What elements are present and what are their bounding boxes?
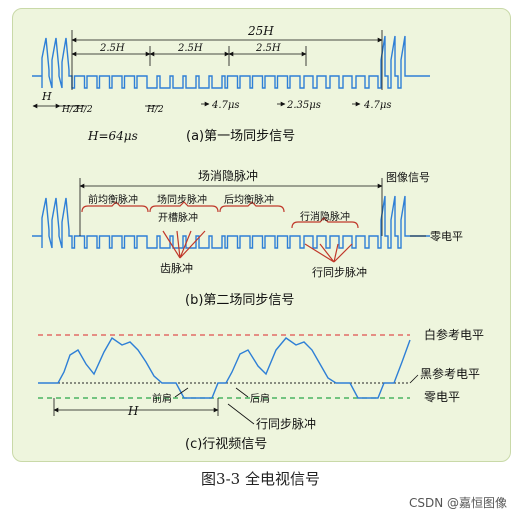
bracket-pre-equalizing (81, 201, 149, 213)
label-back-porch: 后肩 (250, 392, 270, 405)
label-h-definition: H=64μs (87, 129, 138, 143)
label-zero-level-c: 零电平 (424, 390, 460, 404)
label-line-blanking: 行消隐脉冲 (300, 210, 350, 223)
leader-front-porch (174, 387, 189, 398)
label-2-35: 2.35μs (286, 100, 321, 111)
line-video-diagram: 白参考电平 黑参考电平 零电平 H 前肩 后肩 行同步脉冲 (c)行视频信号 (38, 327, 484, 452)
caption-c: (c)行视频信号 (185, 437, 267, 452)
label-post-equalizing: 后均衡脉冲 (224, 193, 274, 206)
figure-caption: 图3-3 全电视信号 (201, 470, 320, 488)
bracket-line-blanking (291, 217, 359, 229)
label-line-sync-c: 行同步脉冲 (256, 416, 316, 431)
label-2-5h-1: 2.5H (99, 43, 125, 54)
leader-serration (162, 230, 206, 259)
label-2-5h-3: 2.5H (255, 43, 281, 54)
label-25h: 25H (247, 24, 274, 38)
label-zero-level-b: 零电平 (430, 230, 463, 243)
field1-diagram: 25H 2.5H 2.5H 2.5H H H/2 H/2 H/2 4.7μs 2… (32, 24, 430, 144)
watermark: CSDN @嘉恒图像 (408, 496, 507, 510)
label-4-7a: 4.7μs (211, 100, 240, 111)
label-slot-pulse: 开槽脉冲 (158, 211, 198, 224)
caption-a: (a)第一场同步信号 (186, 129, 295, 144)
label-4-7b: 4.7μs (363, 100, 392, 111)
bracket-post-equalizing (219, 201, 285, 213)
label-field-sync: 场同步脉冲 (157, 193, 207, 206)
label-half-1: H/2 (61, 105, 79, 115)
leader-back-porch (235, 387, 249, 398)
line-video-waveform (38, 336, 411, 399)
label-image-signal: 图像信号 (386, 171, 430, 184)
label-line-period: H (127, 404, 139, 418)
field2-sync-waveform (32, 195, 430, 249)
label-field-blanking: 场消隐脉冲 (198, 168, 258, 183)
label-half-3: H/2 (146, 105, 164, 115)
bracket-field-sync (149, 201, 219, 213)
label-2-5h-2: 2.5H (177, 43, 203, 54)
label-h: H (41, 90, 52, 103)
label-black-reference: 黑参考电平 (420, 366, 480, 381)
caption-b: (b)第二场同步信号 (185, 293, 294, 308)
label-line-sync-b: 行同步脉冲 (312, 265, 367, 279)
label-pre-equalizing: 前均衡脉冲 (88, 193, 138, 206)
label-front-porch: 前肩 (152, 392, 172, 405)
label-serration: 齿脉冲 (160, 261, 193, 275)
leader-line-sync-b (304, 243, 353, 263)
label-half-2: H/2 (75, 105, 93, 115)
label-white-reference: 白参考电平 (424, 327, 484, 342)
figure-frame (12, 8, 511, 462)
field1-sync-waveform (32, 35, 430, 89)
leader-black-reference (409, 374, 419, 384)
leader-line-sync-c (227, 403, 255, 425)
field2-diagram: 场消隐脉冲 图像信号 前均衡脉冲 场同步脉冲 后均衡脉冲 开槽脉冲 行消隐脉冲 … (32, 168, 463, 308)
